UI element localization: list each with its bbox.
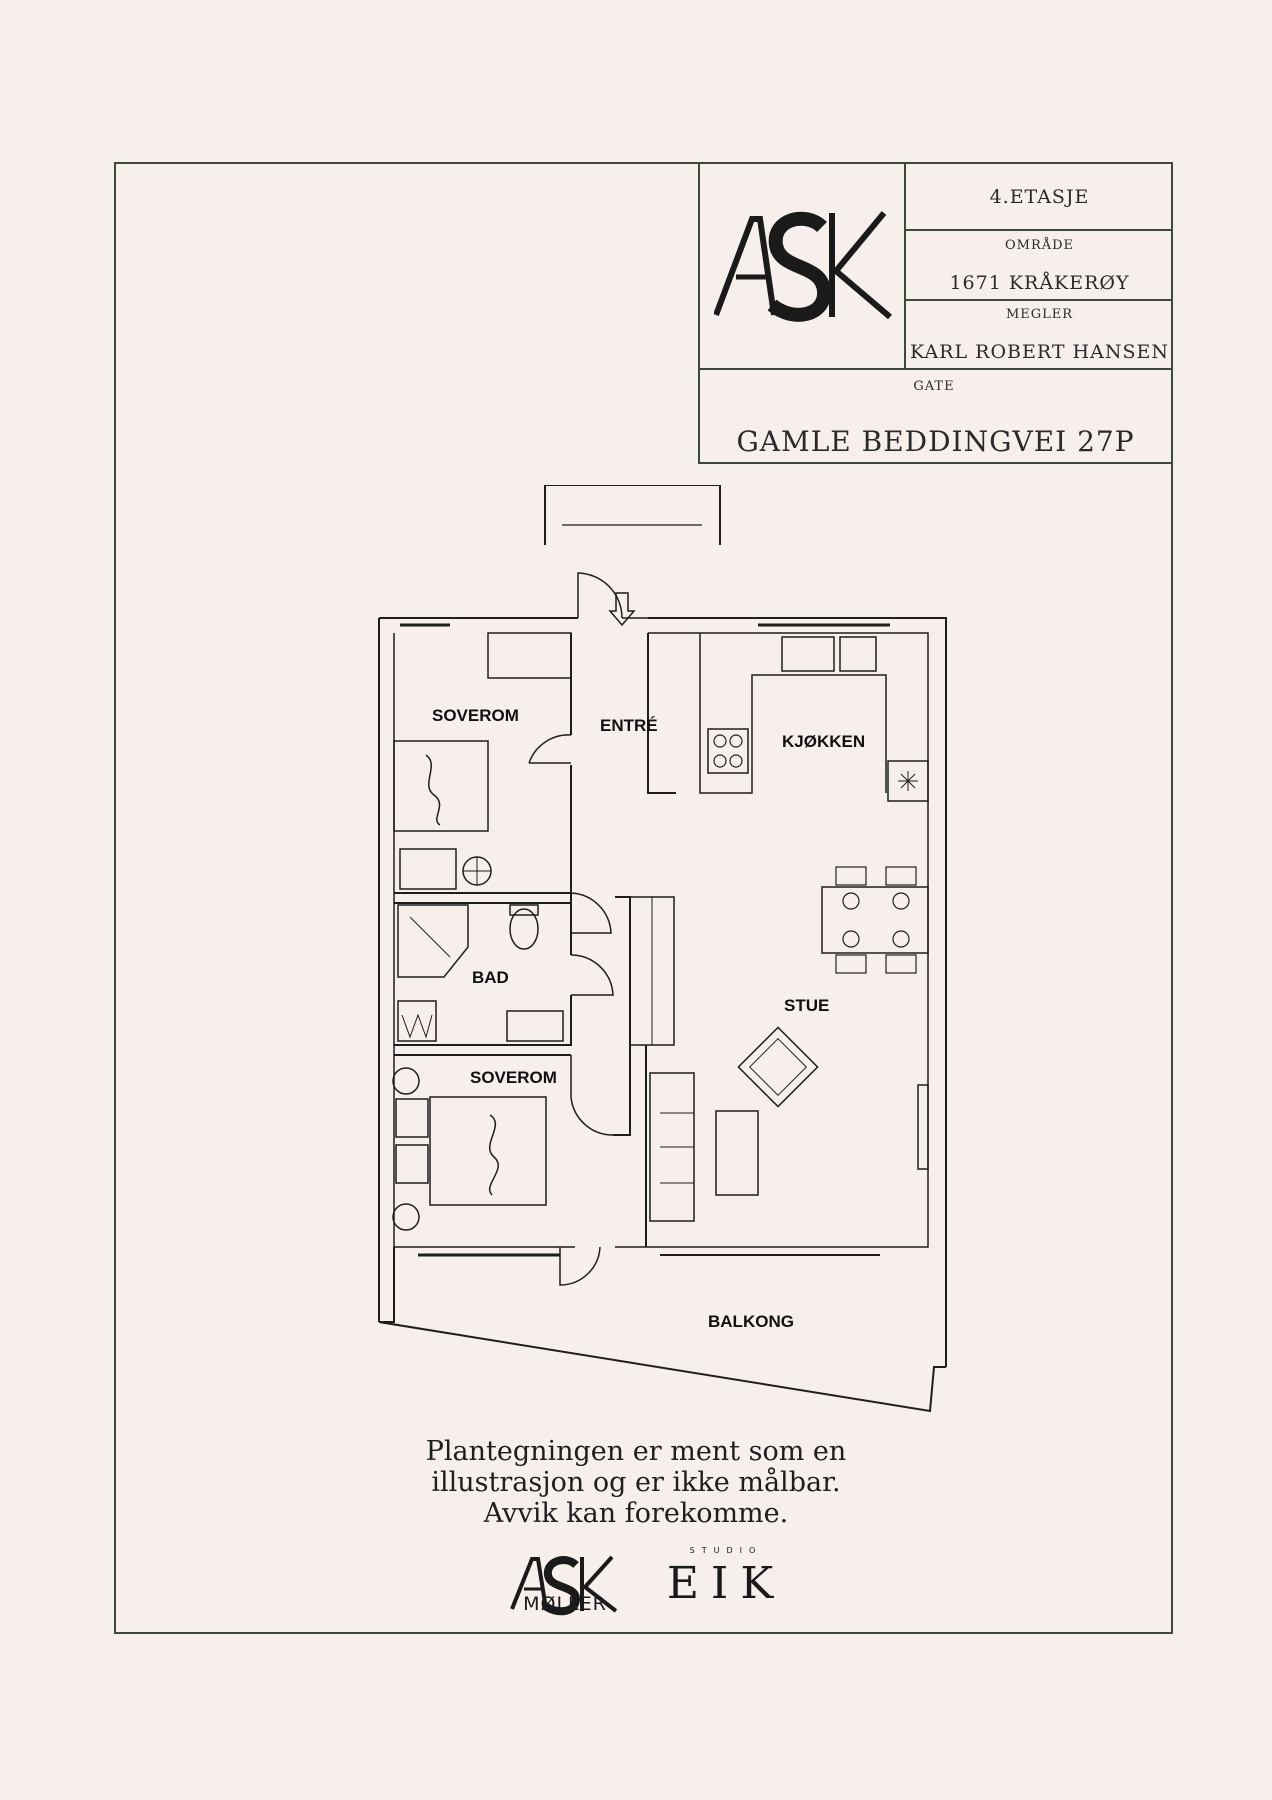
entrance-landing (544, 485, 721, 545)
street-value: GAMLE BEDDINGVEI 27P (736, 425, 1135, 458)
page-frame (114, 162, 1173, 1634)
room-label-balkong: BALKONG (708, 1312, 794, 1331)
room-label-soverom-2: SOVEROM (470, 1068, 557, 1087)
sink (506, 1010, 564, 1042)
disclaimer-line: Avvik kan forekomme. (483, 1498, 789, 1529)
studio-text: STUDIO (689, 1546, 763, 1555)
room-label-soverom-1: SOVEROM (432, 706, 519, 725)
coffee-table (715, 1110, 759, 1196)
fridge (887, 760, 929, 802)
floor-value: 4.ETASJE (989, 186, 1090, 208)
eik-logo: EIK (666, 1558, 786, 1609)
entrance-arrow-icon (608, 592, 636, 627)
toilet (509, 908, 539, 950)
shower (397, 904, 469, 978)
room-label-entre: ENTRÉ (600, 716, 658, 735)
moller-text: MØLLER (523, 1593, 607, 1615)
outer-wall (378, 617, 947, 1367)
title-block-divider (698, 368, 1173, 370)
broker-value: KARL ROBERT HANSEN (910, 341, 1169, 363)
bed (429, 1096, 547, 1206)
title-block (698, 162, 1173, 464)
room-label-stue: STUE (784, 996, 829, 1015)
balcony-rail (378, 1321, 946, 1413)
broker-label: MEGLER (1005, 307, 1074, 322)
street-label: GATE (913, 379, 955, 394)
title-block-divider (904, 162, 906, 370)
dining-table (821, 886, 929, 954)
bed (393, 740, 489, 832)
area-label: OMRÅDE (1004, 238, 1075, 253)
disclaimer-line: Plantegningen er ment som en (425, 1436, 847, 1467)
title-block-divider (904, 299, 1173, 301)
armchair (737, 1026, 819, 1108)
disclaimer: Plantegningen er ment som en illustrasjo… (336, 1436, 936, 1529)
room-label-kjokken: KJØKKEN (782, 732, 865, 751)
floor-plan: SOVEROM ENTRÉ KJØKKEN BAD STUE SOVEROM B… (378, 485, 947, 1413)
ask-moller-logo (510, 1555, 618, 1616)
ask-logo (714, 211, 892, 322)
room-label-bad: BAD (472, 968, 509, 987)
title-block-divider (904, 229, 1173, 231)
kitchen-sink (781, 636, 835, 672)
area-value: 1671 KRÅKERØY (949, 272, 1130, 294)
stove (707, 728, 749, 774)
disclaimer-line: illustrasjon og er ikke målbar. (431, 1467, 841, 1498)
